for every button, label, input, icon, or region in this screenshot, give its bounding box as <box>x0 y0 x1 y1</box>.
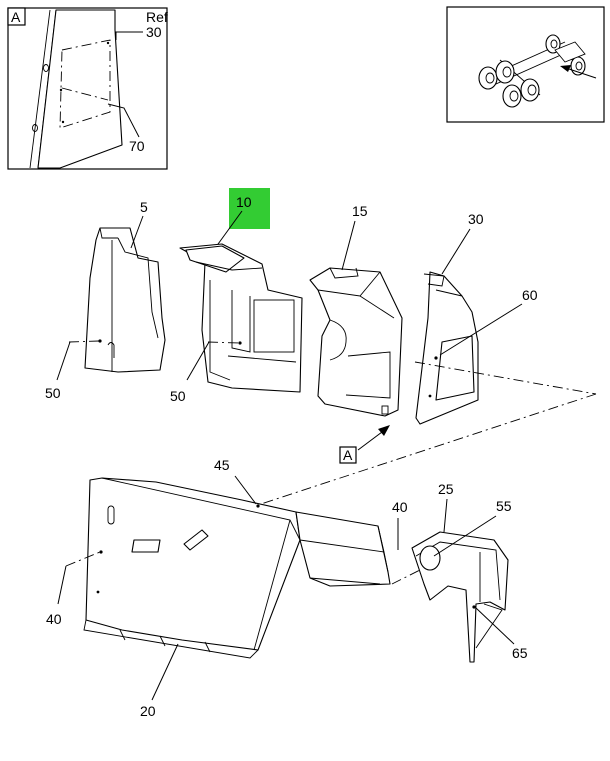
ref-label: Ref <box>146 9 168 25</box>
view-ref-tag: A <box>343 447 353 463</box>
callout-40-mid: 40 <box>392 499 408 515</box>
callout-50-mid: 50 <box>170 388 186 404</box>
callout-65: 65 <box>512 645 528 661</box>
part-15-panel <box>309 267 403 417</box>
callout-40-left: 40 <box>46 611 62 627</box>
callout-25: 25 <box>438 481 454 497</box>
locator-arrow-icon <box>560 65 597 79</box>
callout-20: 20 <box>140 703 156 719</box>
callout-60: 60 <box>522 287 538 303</box>
callout-5: 5 <box>140 199 148 215</box>
callout-55: 55 <box>496 498 512 514</box>
callout-15: 15 <box>352 203 368 219</box>
truck-locator-view <box>446 6 605 123</box>
callout-10-highlight[interactable] <box>229 188 270 229</box>
callout-10[interactable]: 10 <box>236 194 252 210</box>
detail-view-tag: A <box>11 9 21 25</box>
callout-50-left: 50 <box>45 385 61 401</box>
duct-section <box>295 511 391 587</box>
part-5-panel <box>84 227 166 373</box>
detail-view-a: A Ref 30 70 <box>7 7 168 170</box>
part-10-panel <box>179 243 303 393</box>
part-25-bracket <box>411 531 509 663</box>
part-20-housing <box>83 477 301 659</box>
callout-45: 45 <box>214 457 230 473</box>
detail-callout-30: 30 <box>146 24 162 40</box>
callout-30: 30 <box>468 211 484 227</box>
part-30-panel <box>415 271 479 425</box>
detail-callout-70: 70 <box>129 138 145 154</box>
wheel-icon <box>478 34 586 108</box>
